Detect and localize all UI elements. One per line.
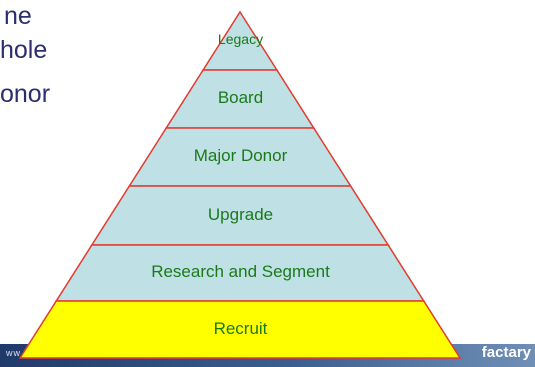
footer-url: ww (6, 348, 21, 358)
pyramid-label-recruit: Recruit (213, 318, 268, 338)
slide-text-line-3: onor (0, 80, 51, 108)
pyramid-label-board: Board (217, 88, 264, 107)
pyramid-label-legacy: Legacy (217, 31, 264, 47)
brand-logo: factary (481, 344, 531, 361)
pyramid-label-upgrade: Upgrade (207, 204, 274, 224)
slide-text-line-1: ne (4, 2, 32, 30)
slide-text-line-2: hole (0, 36, 48, 64)
pyramid-label-research-and-segment: Research and Segment (151, 262, 330, 281)
pyramid-label-major-donor: Major Donor (193, 146, 288, 165)
pyramid-tier-recruit (18, 300, 462, 359)
